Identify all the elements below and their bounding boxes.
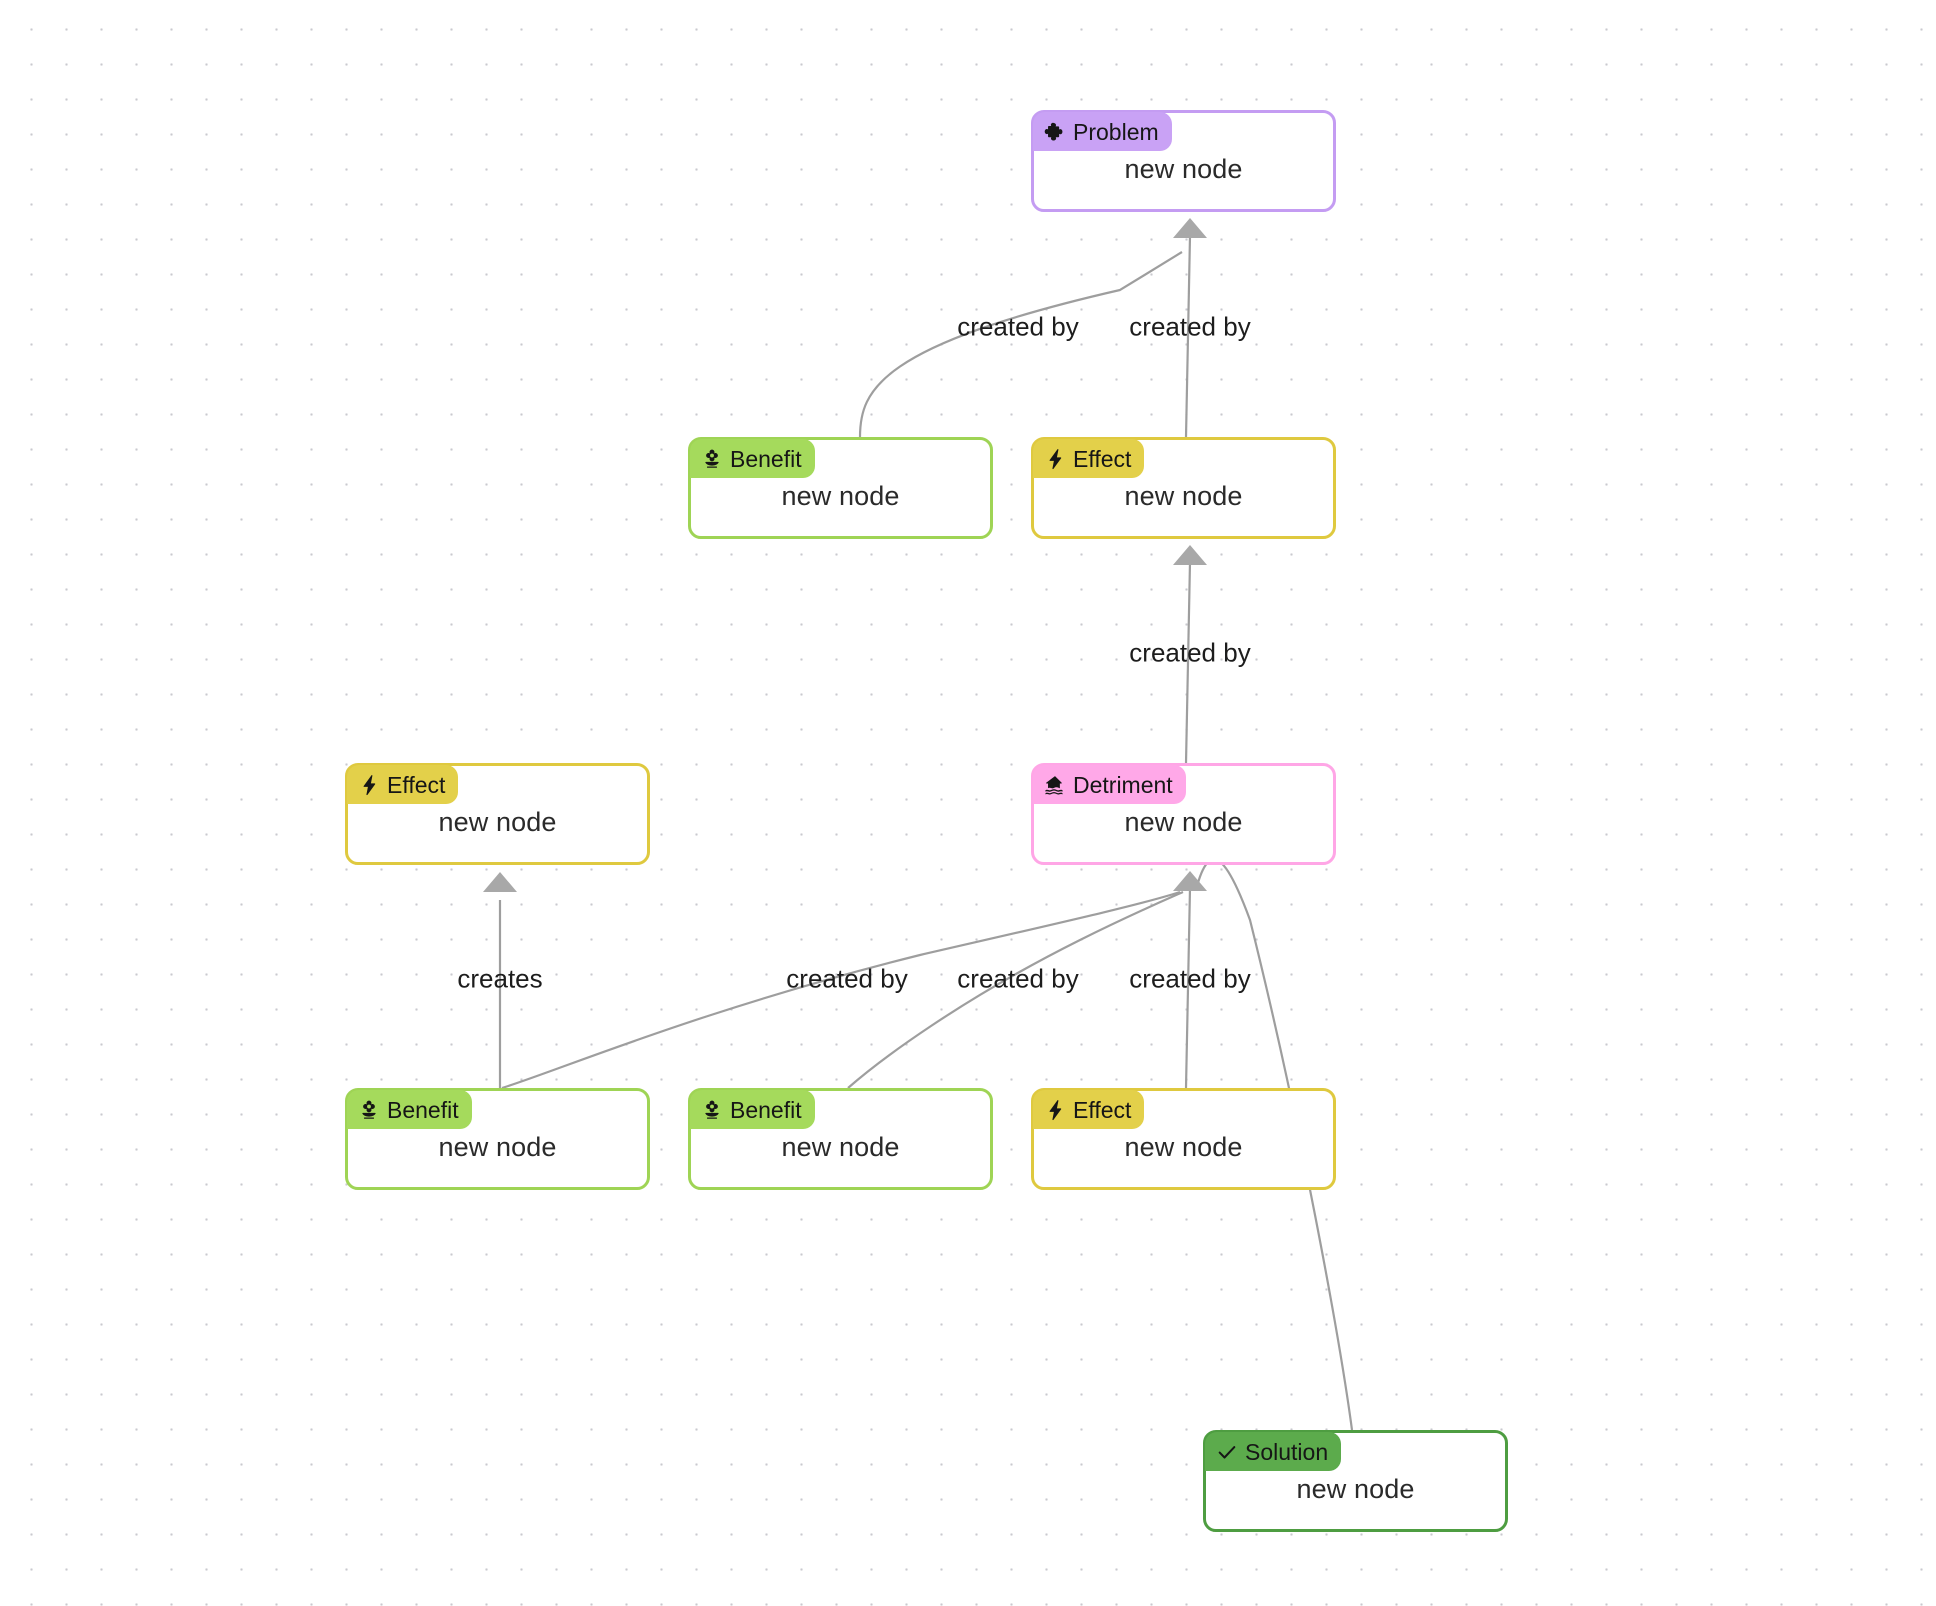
node-type-badge[interactable]: Problem bbox=[1033, 112, 1172, 151]
node-type-label: Benefit bbox=[387, 1097, 459, 1123]
node-effect[interactable]: Effect new node bbox=[1031, 1088, 1336, 1190]
edge-arrowhead bbox=[1173, 218, 1207, 238]
node-type-badge[interactable]: Effect bbox=[1033, 439, 1145, 478]
node-type-label: Benefit bbox=[730, 1097, 802, 1123]
node-type-label: Problem bbox=[1073, 119, 1159, 145]
node-type-badge[interactable]: Solution bbox=[1205, 1432, 1342, 1471]
node-title[interactable]: new node bbox=[1124, 480, 1243, 511]
node-type-label: Effect bbox=[1073, 1097, 1132, 1123]
flower-icon bbox=[701, 1099, 723, 1121]
edge-path bbox=[858, 251, 1183, 438]
node-problem[interactable]: Problem new node bbox=[1031, 110, 1336, 212]
lightning-bolt-icon bbox=[358, 774, 380, 796]
node-solution[interactable]: Solution new node bbox=[1203, 1430, 1508, 1532]
node-title[interactable]: new node bbox=[438, 806, 557, 837]
edge-label[interactable]: created by bbox=[1129, 963, 1251, 994]
edge-label[interactable]: created by bbox=[786, 963, 908, 994]
lightning-bolt-icon bbox=[1044, 448, 1066, 470]
check-icon bbox=[1216, 1441, 1238, 1463]
node-type-label: Effect bbox=[387, 772, 446, 798]
node-detriment[interactable]: Detriment new node bbox=[1031, 763, 1336, 865]
node-type-badge[interactable]: Benefit bbox=[347, 1090, 472, 1129]
node-type-label: Effect bbox=[1073, 446, 1132, 472]
lightning-bolt-icon bbox=[1044, 1099, 1066, 1121]
node-type-label: Benefit bbox=[730, 446, 802, 472]
node-effect[interactable]: Effect new node bbox=[1031, 437, 1336, 539]
edge-label[interactable]: created by bbox=[957, 963, 1079, 994]
node-title[interactable]: new node bbox=[1124, 153, 1243, 184]
node-type-badge[interactable]: Detriment bbox=[1033, 765, 1186, 804]
flooded-house-icon bbox=[1044, 774, 1066, 796]
node-type-label: Solution bbox=[1245, 1439, 1329, 1465]
node-benefit[interactable]: Benefit new node bbox=[688, 437, 993, 539]
node-title[interactable]: new node bbox=[781, 1131, 900, 1162]
node-effect[interactable]: Effect new node bbox=[345, 763, 650, 865]
node-type-label: Detriment bbox=[1073, 772, 1173, 798]
edge-label[interactable]: created by bbox=[957, 311, 1079, 342]
node-title[interactable]: new node bbox=[438, 1131, 557, 1162]
edge-label[interactable]: creates bbox=[457, 963, 543, 994]
edge-arrowhead bbox=[1173, 871, 1207, 891]
puzzle-piece-icon bbox=[1044, 121, 1066, 143]
node-title[interactable]: new node bbox=[1296, 1473, 1415, 1504]
node-type-badge[interactable]: Benefit bbox=[690, 1090, 815, 1129]
node-benefit[interactable]: Benefit new node bbox=[345, 1088, 650, 1190]
edge-label[interactable]: created by bbox=[1129, 311, 1251, 342]
node-benefit[interactable]: Benefit new node bbox=[688, 1088, 993, 1190]
flower-icon bbox=[358, 1099, 380, 1121]
edge-label[interactable]: created by bbox=[1129, 637, 1251, 668]
node-type-badge[interactable]: Effect bbox=[1033, 1090, 1145, 1129]
node-title[interactable]: new node bbox=[1124, 1131, 1243, 1162]
edge-arrowhead bbox=[483, 872, 517, 892]
flower-icon bbox=[701, 448, 723, 470]
node-title[interactable]: new node bbox=[781, 480, 900, 511]
edge-arrowhead bbox=[1173, 545, 1207, 565]
node-type-badge[interactable]: Benefit bbox=[690, 439, 815, 478]
node-title[interactable]: new node bbox=[1124, 806, 1243, 837]
node-type-badge[interactable]: Effect bbox=[347, 765, 459, 804]
